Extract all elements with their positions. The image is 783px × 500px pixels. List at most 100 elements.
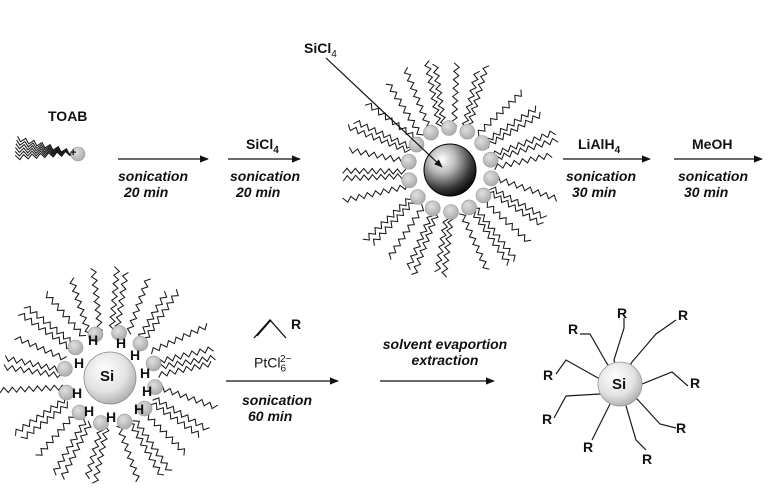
surfactant-chain bbox=[480, 200, 532, 242]
surfactant-chain bbox=[158, 360, 212, 378]
surfactant-head bbox=[147, 379, 163, 395]
step2-reagent-subscript: 4 bbox=[273, 144, 279, 156]
surfactant-chain bbox=[385, 83, 424, 136]
step1-time: 20 min bbox=[124, 184, 169, 200]
micelle-sicl4 bbox=[342, 60, 559, 278]
surfactant-chain bbox=[150, 323, 208, 355]
surfactant-chain bbox=[20, 401, 68, 440]
step6-condition: solvent evaportion bbox=[382, 336, 508, 352]
surfactant-chain bbox=[90, 267, 103, 331]
surfactant-chain bbox=[342, 183, 409, 204]
alkyl-capped-si-nanoparticle bbox=[553, 318, 689, 451]
alkene-skeleton bbox=[253, 319, 287, 339]
catalyst-charge: 2− bbox=[280, 354, 292, 365]
surfactant-head bbox=[483, 170, 500, 187]
surfactant-chain bbox=[4, 355, 64, 373]
surfactant-head bbox=[441, 120, 457, 136]
r-group: R bbox=[543, 367, 554, 383]
step3-condition: sonication bbox=[566, 168, 637, 184]
surfactant-chain bbox=[14, 396, 66, 436]
si-hydride-core bbox=[83, 351, 137, 405]
surfactant-chain bbox=[142, 412, 186, 456]
micelle-si-hydride bbox=[0, 266, 219, 484]
surfactant-head bbox=[87, 326, 104, 343]
surfactant-chain bbox=[472, 207, 516, 262]
toab-chain bbox=[14, 150, 75, 161]
surfactant-chain bbox=[492, 130, 556, 158]
surfactant-head bbox=[111, 325, 127, 341]
toab-label: TOAB bbox=[48, 108, 88, 124]
h-atom: H bbox=[116, 335, 127, 351]
sicl4-top-text: SiCl bbox=[304, 40, 332, 56]
surfactant-head bbox=[132, 335, 149, 352]
surfactant-head bbox=[71, 404, 88, 421]
surfactant-head bbox=[408, 136, 425, 153]
surfactant-chain bbox=[342, 172, 407, 182]
surfactant-chain bbox=[114, 272, 129, 332]
step5-condition: sonication bbox=[242, 392, 313, 408]
surfactant-chain bbox=[489, 186, 548, 219]
surfactant-chain bbox=[353, 119, 414, 149]
h-atom: H bbox=[140, 365, 151, 381]
surfactant-chain bbox=[494, 152, 553, 171]
surfactant-chain bbox=[434, 213, 450, 273]
step4-time: 30 min bbox=[684, 184, 729, 200]
surfactant-chain bbox=[149, 402, 200, 438]
surfactant-chain bbox=[84, 424, 104, 480]
surfactant-chain bbox=[441, 213, 455, 278]
step3-reagent-subscript: 4 bbox=[614, 144, 621, 156]
surfactant-chain bbox=[17, 312, 74, 350]
alkene-r-label: R bbox=[291, 316, 302, 332]
sicl4-top-subscript: 4 bbox=[331, 48, 337, 60]
h-atom: H bbox=[134, 401, 145, 417]
surfactant-chain bbox=[3, 364, 63, 379]
surfactant-chain bbox=[108, 266, 121, 331]
h-atom: H bbox=[130, 347, 141, 363]
r-group: R bbox=[690, 375, 701, 391]
surfactant-chain bbox=[342, 167, 407, 175]
surfactant-head bbox=[57, 361, 73, 377]
surfactant-chain bbox=[487, 190, 544, 226]
surfactant-head bbox=[482, 151, 499, 168]
surfactant-chain bbox=[126, 278, 151, 335]
h-atom: H bbox=[142, 383, 153, 399]
surfactant-chain bbox=[403, 66, 433, 131]
surfactant-chain bbox=[362, 193, 413, 241]
step3-time: 30 min bbox=[572, 184, 617, 200]
step2-reagent-text: SiCl bbox=[246, 136, 274, 152]
surfactant-chain bbox=[493, 137, 559, 162]
surfactant-head bbox=[459, 123, 476, 140]
surfactant-chain bbox=[406, 209, 435, 270]
surfactant-chain bbox=[477, 89, 522, 137]
r-group: R bbox=[678, 307, 689, 323]
surfactant-head bbox=[423, 124, 439, 141]
surfactant-chain bbox=[348, 147, 408, 164]
r-group: R bbox=[617, 305, 628, 321]
surfactant-head bbox=[461, 199, 477, 216]
h-atom: H bbox=[74, 355, 85, 371]
step1-condition: sonication bbox=[118, 168, 189, 184]
si-core-hydride-label: Si bbox=[100, 368, 115, 385]
surfactant-chain bbox=[0, 384, 64, 394]
surfactant-head bbox=[400, 153, 417, 170]
si-final-core bbox=[597, 361, 643, 407]
catalyst-text: PtCl bbox=[254, 354, 281, 371]
surfactant-head bbox=[424, 200, 441, 217]
surfactant-chain bbox=[155, 346, 214, 366]
r-group: R bbox=[542, 411, 553, 427]
h-atom: H bbox=[106, 409, 117, 425]
surfactant-chain bbox=[152, 397, 210, 431]
surfactant-head bbox=[67, 339, 84, 356]
surfactant-head bbox=[474, 135, 491, 151]
surfactant-head bbox=[58, 384, 75, 401]
surfactant-chain bbox=[432, 63, 447, 127]
surfactant-chain bbox=[45, 291, 87, 337]
surfactant-chain bbox=[92, 425, 110, 484]
r-group: R bbox=[583, 439, 594, 455]
surfactant-chain bbox=[137, 290, 168, 341]
surfactant-chain bbox=[69, 277, 92, 335]
surfactant-chain bbox=[468, 209, 510, 267]
catalyst-subscript: 6 bbox=[280, 363, 287, 375]
